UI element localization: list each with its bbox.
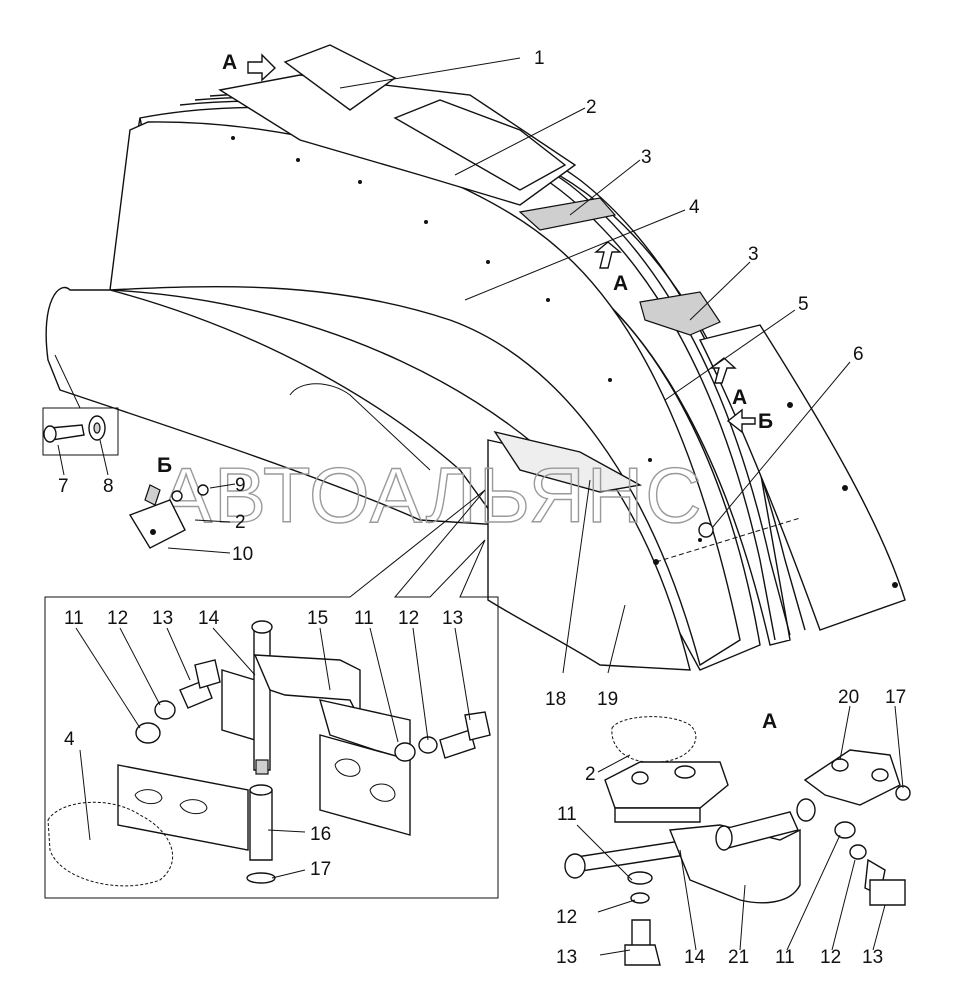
a-callout-20: 20 <box>838 687 859 708</box>
callout-10: 10 <box>232 544 253 565</box>
detail-a-assembly <box>564 705 911 966</box>
detail-callout-15: 15 <box>307 608 328 629</box>
detail-callout-17: 17 <box>310 859 331 880</box>
detail-callout-11-right: 11 <box>354 608 374 629</box>
detail-callout-13-right: 13 <box>442 608 463 629</box>
mounting-holes <box>231 136 898 588</box>
detail-callout-13-left: 13 <box>152 608 173 629</box>
a-callout-11: 11 <box>557 804 577 825</box>
view-label-b-left: Б <box>157 454 172 477</box>
a-callout-12: 12 <box>556 907 577 928</box>
callout-18: 18 <box>545 689 566 710</box>
detail-callout-16: 16 <box>310 824 331 845</box>
view-labels: А А А Б Б А <box>157 51 777 733</box>
view-label-a-mid1: А <box>613 272 628 295</box>
watermark: АВТОАЛЬЯНС <box>160 451 704 539</box>
detail-callout-12-right: 12 <box>398 608 419 629</box>
inset-pin-washer <box>42 354 119 476</box>
callout-19: 19 <box>597 689 618 710</box>
callout-5: 5 <box>798 294 809 315</box>
callout-7: 7 <box>58 476 69 497</box>
callout-2: 2 <box>586 97 597 118</box>
main-fender <box>45 44 906 671</box>
a-callout-11-right: 11 <box>775 947 795 968</box>
leader-lines <box>339 57 851 674</box>
callout-3-top: 3 <box>641 147 652 168</box>
inset-bracket-b <box>128 483 236 554</box>
detail-box-frame <box>44 489 499 899</box>
callout-2-bracket: 2 <box>235 512 246 533</box>
view-label-b-right: Б <box>758 410 773 433</box>
callout-1: 1 <box>534 48 545 69</box>
view-label-a-mid2: А <box>732 386 747 409</box>
detail-callout-4: 4 <box>64 729 75 750</box>
a-callout-17: 17 <box>885 687 906 708</box>
a-callout-12-right: 12 <box>820 947 841 968</box>
detail-callout-11-left: 11 <box>64 608 84 629</box>
a-callout-14: 14 <box>684 947 706 968</box>
callout-6: 6 <box>853 344 864 365</box>
a-callout-13-right: 13 <box>862 947 883 968</box>
detail-callout-12-left: 12 <box>107 608 128 629</box>
a-callout-13: 13 <box>556 947 577 968</box>
callout-9: 9 <box>235 475 246 496</box>
callout-4: 4 <box>689 197 700 218</box>
callout-3-lower: 3 <box>748 244 759 265</box>
detail-callout-14: 14 <box>198 608 220 629</box>
callout-8: 8 <box>103 476 114 497</box>
detail-hinge-assembly <box>47 620 491 887</box>
callout-labels: 1 2 3 4 3 5 6 7 8 9 2 10 18 19 11 12 13 … <box>58 48 906 968</box>
view-label-a-detail: А <box>762 710 777 733</box>
a-callout-2: 2 <box>585 764 596 785</box>
a-callout-21: 21 <box>728 947 749 968</box>
view-label-a-top: А <box>222 51 237 74</box>
